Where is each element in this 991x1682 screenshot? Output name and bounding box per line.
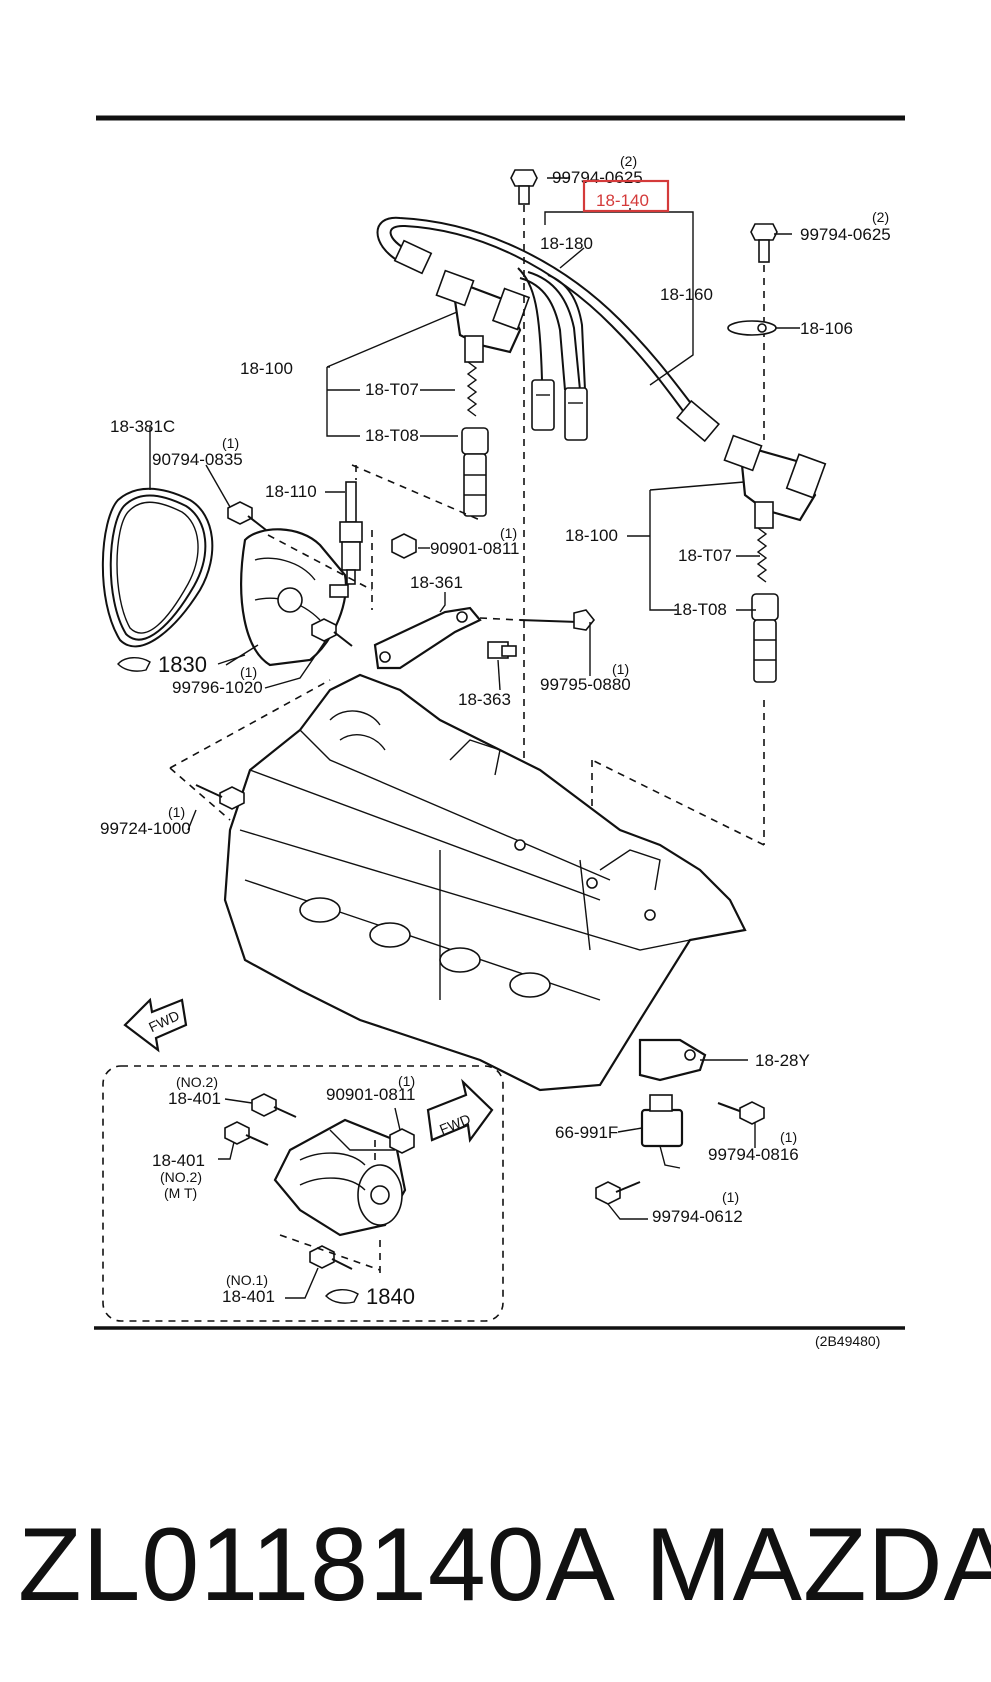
label-starter-nut: 90901-0811 — [326, 1085, 416, 1104]
part-labels: (2) 99794-0625 18-140 18-180 18-160 (2) … — [100, 153, 891, 1349]
label-starter-bolt-b-note1: (NO.2) — [160, 1169, 202, 1185]
fwd-arrow-left: FWD — [123, 997, 188, 1053]
label-relay: 66-991F — [555, 1123, 618, 1142]
label-bolt-0835: 90794-0835 — [152, 450, 243, 469]
label-bolt-top-qty: (2) — [620, 153, 637, 169]
bolt-90794-0835 — [227, 501, 267, 531]
starter-bolt-c — [309, 1245, 353, 1270]
label-bolt-top: 99794-0625 — [552, 168, 643, 187]
label-bolt-0835-qty: (1) — [222, 435, 239, 451]
label-bolt-0880: 99795-0880 — [540, 675, 631, 694]
label-bolt-0816-qty: (1) — [780, 1129, 797, 1145]
cylinder-head — [223, 673, 747, 1092]
sensor-18-363 — [487, 641, 517, 659]
starter-bolt-a — [251, 1093, 297, 1118]
bracket-18-28y — [638, 1038, 707, 1082]
label-diagram-code: (2B49480) — [815, 1333, 880, 1349]
label-cable-160: 18-160 — [660, 285, 713, 304]
label-ref-1840[interactable]: 1840 — [366, 1284, 415, 1309]
label-bolt-right-qty: (2) — [872, 209, 889, 225]
bracket-18-106 — [727, 320, 777, 336]
bracket-18-361 — [373, 606, 482, 670]
label-bolt-right: 99794-0625 — [800, 225, 891, 244]
label-starter-bolt-b: 18-401 — [152, 1151, 205, 1170]
bolt-99724-1000 — [195, 784, 245, 810]
brand-name: MAZDA — [645, 1507, 991, 1623]
relay-66-991f — [640, 1094, 684, 1169]
label-bolt-0612: 99794-0612 — [652, 1207, 743, 1226]
label-coil-left: 18-100 — [240, 359, 293, 378]
label-bracket-361: 18-361 — [410, 573, 463, 592]
label-starter-bolt-c: 18-401 — [222, 1287, 275, 1306]
drive-belt — [101, 487, 214, 648]
nut-90901-0811 — [391, 533, 417, 559]
ignition-coil-left — [435, 269, 531, 517]
label-starter-bolt-b-note2: (M T) — [164, 1185, 197, 1201]
label-bolt-1020: 99796-1020 — [172, 678, 263, 697]
bolt-top — [510, 169, 538, 205]
starter-inset-frame — [102, 1065, 504, 1322]
label-spark-plug: 18-110 — [265, 482, 317, 501]
label-bolt-1000-qty: (1) — [168, 804, 185, 820]
fwd-arrow-inset: FWD — [426, 1078, 494, 1143]
bolt-99796-1020 — [311, 618, 353, 647]
label-cable-set-highlight[interactable]: 18-140 — [596, 191, 649, 210]
leader-lines — [149, 177, 800, 1299]
label-bolt-1020-qty: (1) — [240, 664, 257, 680]
label-coil-right: 18-100 — [565, 526, 618, 545]
part-number: ZL0118140A — [18, 1507, 616, 1623]
hand-pointer-icon — [325, 1289, 359, 1304]
label-bracket-106: 18-106 — [800, 319, 853, 338]
hand-pointer-icon — [117, 657, 151, 672]
starter-bolt-b — [224, 1121, 269, 1146]
label-spring-left: 18-T07 — [365, 380, 419, 399]
footer-caption: ZL0118140A MAZDA — [0, 1490, 991, 1640]
spark-plug — [339, 481, 363, 585]
starter-motor — [273, 1118, 407, 1237]
label-cable-180: 18-180 — [540, 234, 593, 253]
label-spring-right: 18-T07 — [678, 546, 732, 565]
bolt-right — [750, 223, 778, 263]
highlight-box[interactable] — [582, 179, 670, 213]
label-ref-1830[interactable]: 1830 — [158, 652, 207, 677]
label-bolt-0880-qty: (1) — [612, 661, 629, 677]
label-nut-0811-qty: (1) — [500, 525, 517, 541]
bolt-99794-0816 — [717, 1101, 765, 1125]
label-bolt-0816: 99794-0816 — [708, 1145, 799, 1164]
label-boot-left: 18-T08 — [365, 426, 419, 445]
starter-nut — [389, 1128, 415, 1154]
bolt-99795-0880 — [519, 609, 596, 631]
ignition-cable-set — [376, 216, 720, 443]
label-starter-bolt-a: 18-401 — [168, 1089, 221, 1108]
label-starter-bolt-a-note: (NO.2) — [176, 1074, 218, 1090]
label-bracket-28y: 18-28Y — [755, 1051, 810, 1070]
label-bolt-1000: 99724-1000 — [100, 819, 191, 838]
label-sensor-363: 18-363 — [458, 690, 511, 709]
ignition-coil-right — [723, 434, 827, 683]
label-bolt-0612-qty: (1) — [722, 1189, 739, 1205]
label-boot-right: 18-T08 — [673, 600, 727, 619]
label-starter-nut-qty: (1) — [398, 1073, 415, 1089]
label-starter-bolt-c-note: (NO.1) — [226, 1272, 268, 1288]
label-belt: 18-381C — [110, 417, 175, 436]
bolt-99794-0612 — [595, 1181, 641, 1205]
label-nut-0811: 90901-0811 — [430, 539, 520, 558]
